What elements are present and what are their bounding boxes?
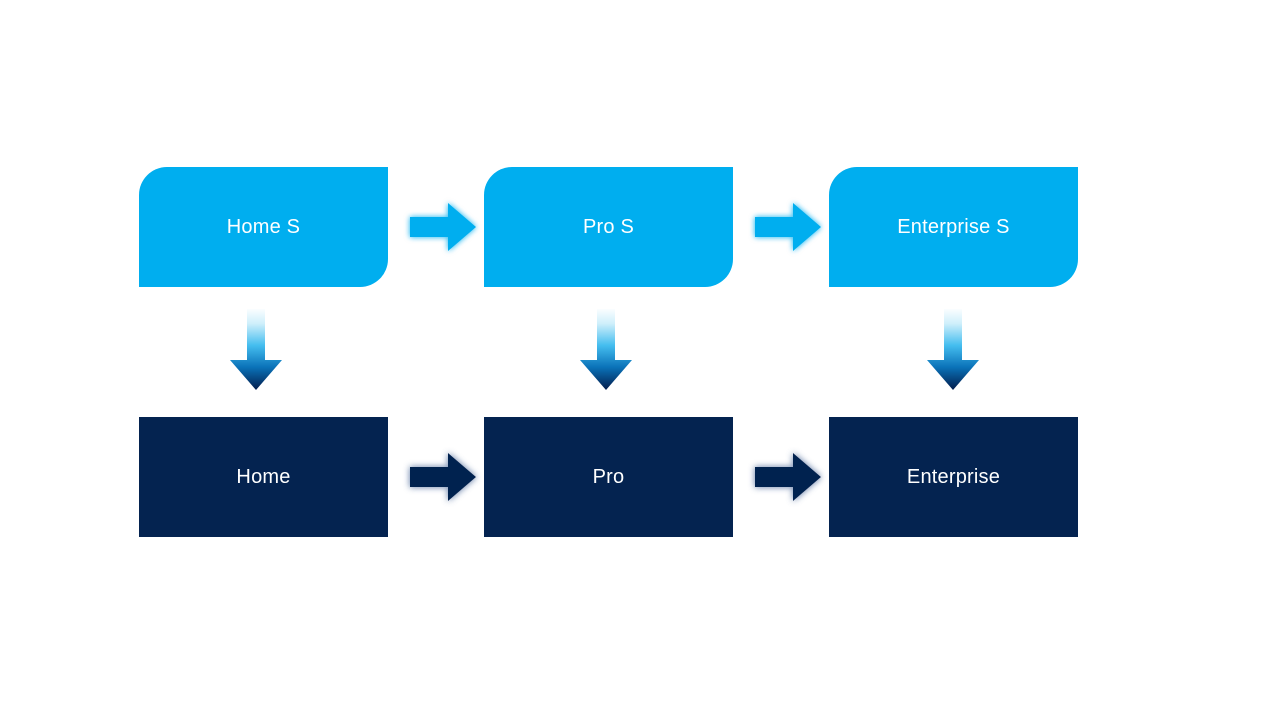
service-arrow-1-icon bbox=[408, 199, 478, 255]
down-arrow-1-icon bbox=[228, 309, 284, 391]
down-arrow-2-icon bbox=[578, 309, 634, 391]
node-enterprise[interactable]: Enterprise bbox=[829, 417, 1078, 537]
node-enterprise-s[interactable]: Enterprise S bbox=[829, 167, 1078, 287]
product-arrow-1-icon bbox=[408, 449, 478, 505]
node-label-pro: Pro bbox=[592, 466, 625, 488]
node-label-pro-s: Pro S bbox=[582, 216, 635, 238]
node-label-enterprise: Enterprise bbox=[906, 466, 1001, 488]
node-home[interactable]: Home bbox=[139, 417, 388, 537]
node-label-enterprise-s: Enterprise S bbox=[897, 216, 1010, 238]
node-pro[interactable]: Pro bbox=[484, 417, 733, 537]
node-label-home: Home bbox=[236, 466, 291, 488]
service-arrow-2-icon bbox=[753, 199, 823, 255]
node-home-s[interactable]: Home S bbox=[139, 167, 388, 287]
node-label-home-s: Home S bbox=[226, 216, 301, 238]
node-pro-s[interactable]: Pro S bbox=[484, 167, 733, 287]
down-arrow-3-icon bbox=[925, 309, 981, 391]
product-arrow-2-icon bbox=[753, 449, 823, 505]
